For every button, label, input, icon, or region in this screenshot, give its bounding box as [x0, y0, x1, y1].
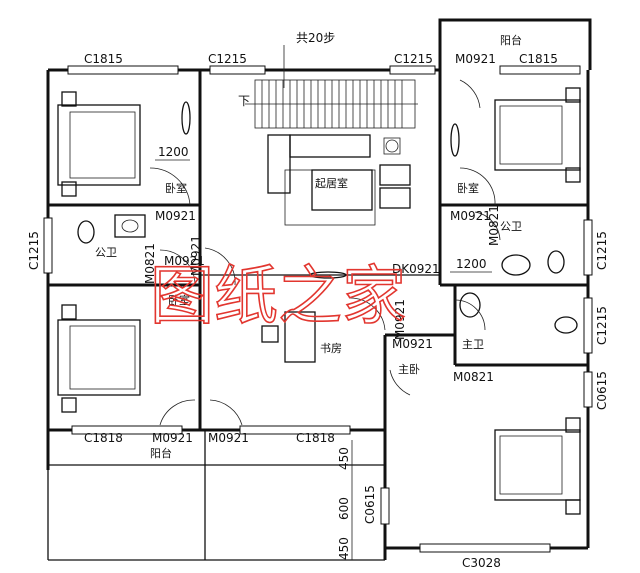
bed-master	[494, 417, 581, 515]
window-label: C1215	[208, 52, 247, 66]
dimension-label: 450	[337, 447, 351, 470]
window-label: C0615	[595, 371, 609, 410]
study-furniture	[261, 271, 347, 363]
room-label: 阳台	[150, 446, 172, 460]
window-label: C1818	[296, 431, 335, 445]
bed-mid-left	[57, 304, 141, 413]
door-label: M0921	[450, 209, 491, 223]
room-label: 公卫	[95, 246, 117, 259]
window-label: C1215	[27, 231, 41, 270]
window-label: C1215	[595, 306, 609, 345]
dimension-label: 600	[337, 497, 351, 520]
bath-fixtures	[77, 214, 578, 334]
door-label: M0921	[208, 431, 249, 445]
door-label: M0921	[152, 431, 193, 445]
dimension-label: 450	[337, 537, 351, 560]
room-label: 主卫	[462, 338, 484, 351]
room-label: 起居室	[315, 176, 348, 190]
room-label: 书房	[320, 342, 342, 355]
window-label: C1215	[595, 231, 609, 270]
bed-top-left	[57, 91, 191, 197]
stair-down-label: 下	[238, 94, 250, 108]
window-label: C1215	[394, 52, 433, 66]
door-label: M0921	[189, 235, 203, 276]
room-label: 卧室	[168, 293, 190, 307]
door-label: DK0921	[392, 262, 440, 276]
room-label: 阳台	[500, 33, 522, 47]
door-label: M0921	[164, 254, 205, 268]
window-label: C0615	[363, 485, 377, 524]
dimension-lines	[155, 159, 492, 560]
door-label: M0921	[392, 337, 433, 351]
door-label: M0821	[487, 205, 501, 246]
room-label: 卧室	[457, 181, 479, 195]
door-label: M0921	[455, 52, 496, 66]
door-label: M0821	[143, 243, 157, 284]
interior-walls	[48, 20, 591, 430]
staircase	[245, 45, 418, 129]
window-label: C1815	[519, 52, 558, 66]
stair-note: 共20步	[296, 31, 335, 45]
window-label: C3028	[462, 556, 501, 570]
window-label: C1815	[84, 52, 123, 66]
door-label: M0821	[453, 370, 494, 384]
room-label: 主卧	[398, 363, 420, 376]
windows	[43, 65, 593, 553]
door-label: M0921	[155, 209, 196, 223]
window-label: C1818	[84, 431, 123, 445]
room-label: 公卫	[500, 220, 522, 233]
door-swings	[149, 79, 501, 426]
door-label: M0921	[393, 299, 407, 340]
watermark: 图纸之家	[150, 260, 406, 334]
dimension-label: 1200	[158, 145, 189, 159]
dimension-label: 1200	[456, 257, 487, 271]
bed-top-right	[450, 87, 581, 183]
room-label: 卧室	[165, 181, 187, 195]
living-furniture	[267, 134, 411, 226]
